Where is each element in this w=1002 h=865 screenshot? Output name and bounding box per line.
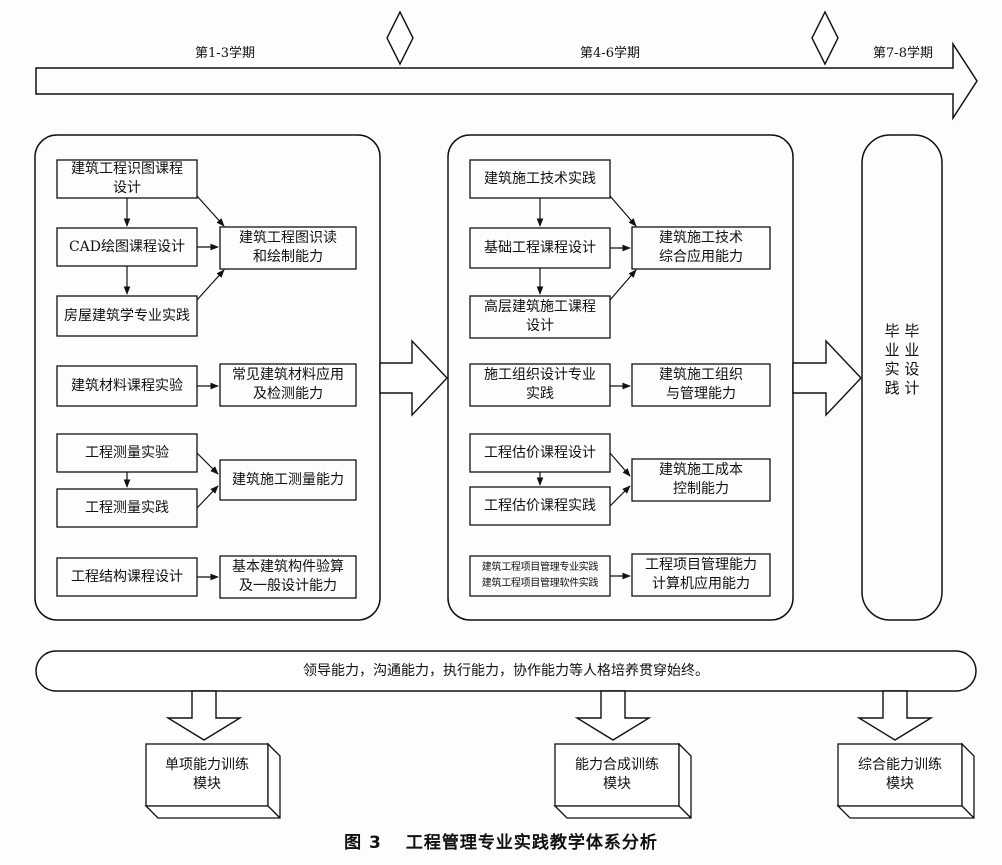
phase-label-2: 第4-6学期 [580,45,640,61]
s2-course-1: 建筑施工技术实践 [484,170,596,187]
s2-course-7: 建筑工程项目管理专业实践 建筑工程项目管理软件实践 [481,562,599,589]
s1-ability-2: 常见建筑材料应用 及检测能力 [232,367,344,402]
s2-course-6: 工程估价课程实践 [484,497,596,514]
module-box-1 [144,742,281,819]
down-arrow-1 [165,690,243,741]
s2-course-2: 基础工程课程设计 [484,239,596,256]
stage1-to-stage2-arrow [379,339,448,417]
s2-course-4: 施工组织设计专业 实践 [484,367,596,402]
s1-course-box-3 [56,295,198,337]
s1-ability-1: 建筑工程图识读 和绘制能力 [239,230,337,265]
s1-course-2: CAD绘图课程设计 [68,238,186,255]
figure-caption: 图 3 工程管理专业实践教学体系分析 [0,828,1002,853]
s1-ability-3: 建筑施工测量能力 [232,471,344,488]
down-arrow-2 [574,690,652,741]
s2-course-box-3 [469,295,611,339]
s2-course-3: 高层建筑施工课程 设计 [484,299,596,334]
stage3-container [861,134,943,621]
phase-divider-2 [811,10,839,66]
module-2-label: 能力合成训练 模块 [575,757,659,792]
s2-ability-box-3 [631,458,771,502]
s1-course-1: 建筑工程识图课程 设计 [71,161,183,196]
phase-divider-1 [386,10,414,66]
timeline-arrow [35,41,978,121]
module-1-label: 单项能力训练 模块 [165,757,249,792]
s2-course-5: 工程估价课程设计 [484,444,596,461]
s2-ability-3: 建筑施工成本 控制能力 [659,462,743,497]
phase-label-1: 第1-3学期 [195,45,255,61]
s1-course-7: 工程结构课程设计 [71,568,183,585]
graduation-practice-label: 毕 毕 业 业 实 设 践 计 [884,322,920,397]
s2-ability-box-4 [631,553,771,597]
s1-course-6: 工程测量实践 [85,499,169,516]
s2-course-box-4 [469,363,611,407]
s1-course-4: 建筑材料课程实验 [71,377,183,394]
module-3-label: 综合能力训练 模块 [858,757,942,792]
s1-ability-box-3 [219,459,357,501]
phase-label-3: 第7-8学期 [873,45,933,61]
s2-ability-2: 建筑施工组织 与管理能力 [659,367,743,402]
down-arrow-3 [856,690,934,741]
banner-box [35,650,977,692]
s2-ability-box-1 [631,226,771,270]
module-box-2 [553,742,692,819]
s2-ability-1: 建筑施工技术 综合应用能力 [659,230,743,265]
figure-title: 工程管理专业实践教学体系分析 [405,833,658,853]
s1-ability-box-1 [219,226,357,270]
s1-ability-box-4 [219,555,357,599]
s2-ability-box-2 [631,363,771,407]
s2-ability-4: 工程项目管理能力 计算机应用能力 [645,557,757,592]
module-box-3 [836,742,975,819]
stage2-to-stage3-arrow [792,339,862,417]
banner-text: 领导能力，沟通能力，执行能力，协作能力等人格培养贯穿始终。 [303,662,709,679]
figure-number: 图 3 [344,833,382,853]
s1-ability-box-2 [219,363,357,407]
s1-ability-4: 基本建筑构件验算 及一般设计能力 [232,559,344,594]
s1-course-5: 工程测量实验 [85,444,169,461]
s1-course-3: 房屋建筑学专业实践 [64,307,190,324]
